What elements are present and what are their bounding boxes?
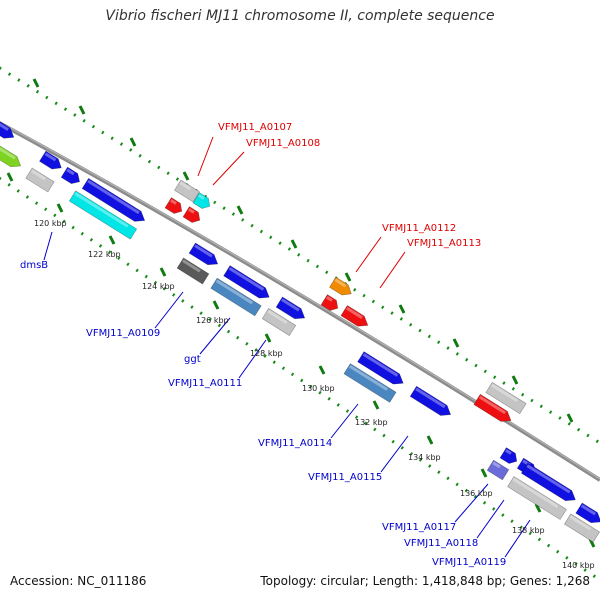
gene-arrow[interactable] xyxy=(499,447,520,467)
kbp-tick-label: 122 kbp xyxy=(88,250,121,259)
gene-box[interactable] xyxy=(563,513,600,543)
kbp-tick-label: 134 kbp xyxy=(408,453,441,462)
major-tick xyxy=(480,468,488,478)
gene-callout xyxy=(379,251,406,289)
gene-label[interactable]: VFMJ11_A0108 xyxy=(246,138,320,149)
gene-box[interactable] xyxy=(261,308,297,336)
gene-callout xyxy=(454,483,489,523)
gene-label[interactable]: VFMJ11_A0107 xyxy=(218,122,292,133)
gene-arrow[interactable] xyxy=(164,197,185,217)
gene-callout xyxy=(476,499,505,539)
major-tick xyxy=(452,338,460,348)
kbp-tick-label: 132 kbp xyxy=(355,418,388,427)
gene-box[interactable] xyxy=(485,381,527,415)
gene-callout xyxy=(504,519,531,558)
kbp-tick-label: 124 kbp xyxy=(142,282,175,291)
gene-callout xyxy=(43,231,53,261)
gene-arrow[interactable] xyxy=(0,117,17,142)
major-tick xyxy=(264,333,272,343)
gene-arrow[interactable] xyxy=(575,502,600,527)
major-tick xyxy=(344,272,352,282)
major-tick xyxy=(159,267,167,277)
gene-callout xyxy=(197,136,214,177)
gene-arrow[interactable] xyxy=(192,192,213,212)
kbp-tick-label: 138 kbp xyxy=(512,526,545,535)
major-tick xyxy=(511,375,519,385)
gene-box[interactable] xyxy=(486,459,510,481)
kbp-tick-label: 128 kbp xyxy=(250,349,283,358)
gene-label[interactable]: dmsB xyxy=(20,260,48,271)
gene-label[interactable]: VFMJ11_A0111 xyxy=(168,378,242,389)
major-tick xyxy=(566,413,574,423)
gene-arrow[interactable] xyxy=(520,462,578,505)
gene-label[interactable]: VFMJ11_A0115 xyxy=(308,472,382,483)
gene-arrow[interactable] xyxy=(340,305,371,330)
tick-track xyxy=(0,176,600,582)
gene-callout xyxy=(238,339,267,379)
major-tick xyxy=(6,172,14,182)
gene-arrow[interactable] xyxy=(223,265,273,303)
gene-callout xyxy=(199,317,231,355)
gene-arrow[interactable] xyxy=(409,385,454,419)
gene-box[interactable] xyxy=(507,476,567,520)
major-tick xyxy=(398,304,406,314)
major-tick xyxy=(318,365,326,375)
gene-arrow[interactable] xyxy=(81,177,148,225)
gene-arrow[interactable] xyxy=(275,296,308,323)
gene-callout xyxy=(355,236,382,273)
kbp-tick-label: 136 kbp xyxy=(460,489,493,498)
major-tick xyxy=(108,235,116,245)
kbp-tick-label: 130 kbp xyxy=(302,384,335,393)
major-tick xyxy=(129,137,137,147)
kbp-tick-label: 120 kbp xyxy=(34,219,67,228)
major-tick xyxy=(182,171,190,181)
major-tick xyxy=(236,205,244,215)
major-tick xyxy=(78,105,86,115)
gene-callout xyxy=(380,435,409,473)
accession-label: Accession: NC_011186 xyxy=(10,574,147,588)
major-tick xyxy=(534,503,542,513)
gene-arrow[interactable] xyxy=(0,144,24,171)
gene-box[interactable] xyxy=(210,277,262,317)
gene-arrow[interactable] xyxy=(182,206,203,226)
gene-callout xyxy=(212,151,245,186)
major-tick xyxy=(32,78,40,88)
major-tick xyxy=(372,400,380,410)
gene-box[interactable] xyxy=(68,190,138,240)
gene-box[interactable] xyxy=(176,257,210,285)
gene-arrow[interactable] xyxy=(473,393,514,425)
gene-arrow[interactable] xyxy=(357,351,407,389)
gene-box[interactable] xyxy=(25,167,55,193)
gene-arrow[interactable] xyxy=(329,276,354,299)
gene-label[interactable]: VFMJ11_A0113 xyxy=(407,238,481,249)
gene-arrow[interactable] xyxy=(320,294,341,314)
gene-label[interactable]: VFMJ11_A0112 xyxy=(382,223,456,234)
map-title: Vibrio fischeri MJ11 chromosome II, comp… xyxy=(105,8,495,24)
gene-arrow[interactable] xyxy=(39,150,64,173)
major-tick xyxy=(426,435,434,445)
gene-box[interactable] xyxy=(174,179,200,203)
kbp-tick-label: 126 kbp xyxy=(196,316,229,325)
topology-summary: Topology: circular; Length: 1,418,848 bp… xyxy=(260,574,590,588)
gene-label[interactable]: VFMJ11_A0119 xyxy=(432,557,506,568)
gene-label[interactable]: ggt xyxy=(184,354,201,365)
gene-arrow[interactable] xyxy=(188,242,221,269)
gene-label[interactable]: VFMJ11_A0114 xyxy=(258,438,332,449)
gene-box[interactable] xyxy=(343,363,397,403)
kbp-tick-label: 140 kbp xyxy=(562,561,595,570)
gene-callout xyxy=(330,403,359,439)
major-tick xyxy=(290,239,298,249)
gene-label[interactable]: VFMJ11_A0118 xyxy=(404,538,478,549)
major-tick xyxy=(56,203,64,213)
gene-callout xyxy=(154,291,184,329)
gene-label[interactable]: VFMJ11_A0117 xyxy=(382,522,456,533)
gene-arrow[interactable] xyxy=(60,166,83,187)
major-tick xyxy=(212,300,220,310)
gene-label[interactable]: VFMJ11_A0109 xyxy=(86,328,160,339)
